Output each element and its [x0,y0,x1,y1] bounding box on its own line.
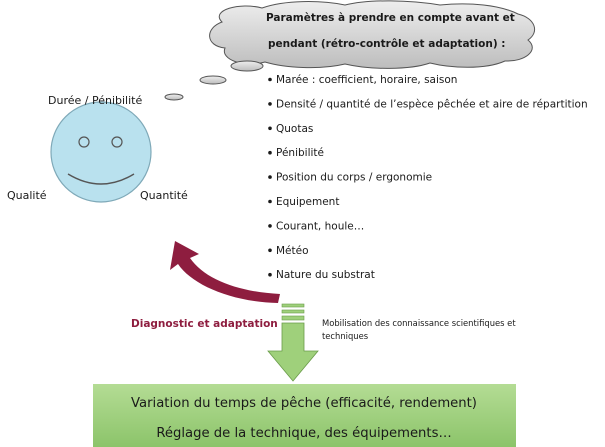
result-box: Variation du temps de pêche (efficacité,… [93,384,516,447]
arrow-body [267,322,319,382]
bullet-icon [268,248,272,253]
mobilisation-line1: Mobilisation des connaissance scientifiq… [322,318,516,328]
smiley-right-label: Quantité [140,189,188,202]
parameter-item: Equipement [276,196,339,208]
result-box-bg [93,384,516,447]
bullet-icon [268,272,272,277]
diagnostic-label: Diagnostic et adaptation [131,318,278,330]
bullet-icon [268,199,272,204]
bullet-icon [268,175,272,179]
down-arrow [267,303,319,382]
result-line1: Variation du temps de pêche (efficacité,… [131,395,477,411]
feedback-arrow-body [170,241,280,303]
smiley-face-circle [50,101,152,203]
parameter-item: Marée : coefficient, horaire, saison [276,74,457,86]
thought-bubble-medium [199,75,227,85]
smile-mouth-icon [67,173,135,185]
bullet-icon [268,150,272,155]
parameter-item: Nature du substrat [276,269,375,281]
parameter-item: Météo [276,245,309,257]
arrow-stripe-1 [281,303,305,308]
arrow-stripe-2 [281,309,305,314]
cloud-title-line2: pendant (rétro-contrôle et adaptation) : [268,38,506,50]
bullet-icon [268,224,272,228]
arrow-stripe-3 [281,315,305,321]
parameter-item: Densité / quantité de l’espèce pêchée et… [276,98,588,110]
parameter-list: Marée : coefficient, horaire, saisonDens… [268,74,588,281]
result-line2: Réglage de la technique, des équipements… [156,425,451,441]
bullet-icon [268,126,272,131]
parameter-item: Pénibilité [276,147,324,159]
mobilisation-line2: techniques [322,331,368,341]
cloud-title-line1: Paramètres à prendre en compte avant et [266,12,515,24]
parameter-item: Quotas [276,123,313,135]
smiley-top-label: Durée / Pénibilité [48,94,142,107]
thought-bubble-large [230,60,264,72]
feedback-arrow [170,241,280,303]
thought-bubble-small [164,93,184,101]
bullet-icon [268,77,272,82]
right-eye-icon [111,136,123,148]
smiley-left-label: Qualité [7,189,47,202]
bullet-icon [268,102,272,106]
smiley-face [50,101,152,203]
parameter-item: Position du corps / ergonomie [276,172,432,184]
parameter-item: Courant, houle… [276,220,364,232]
thought-cloud: Paramètres à prendre en compte avant et … [164,0,536,101]
left-eye-icon [78,136,90,148]
cloud-shape [209,0,536,69]
